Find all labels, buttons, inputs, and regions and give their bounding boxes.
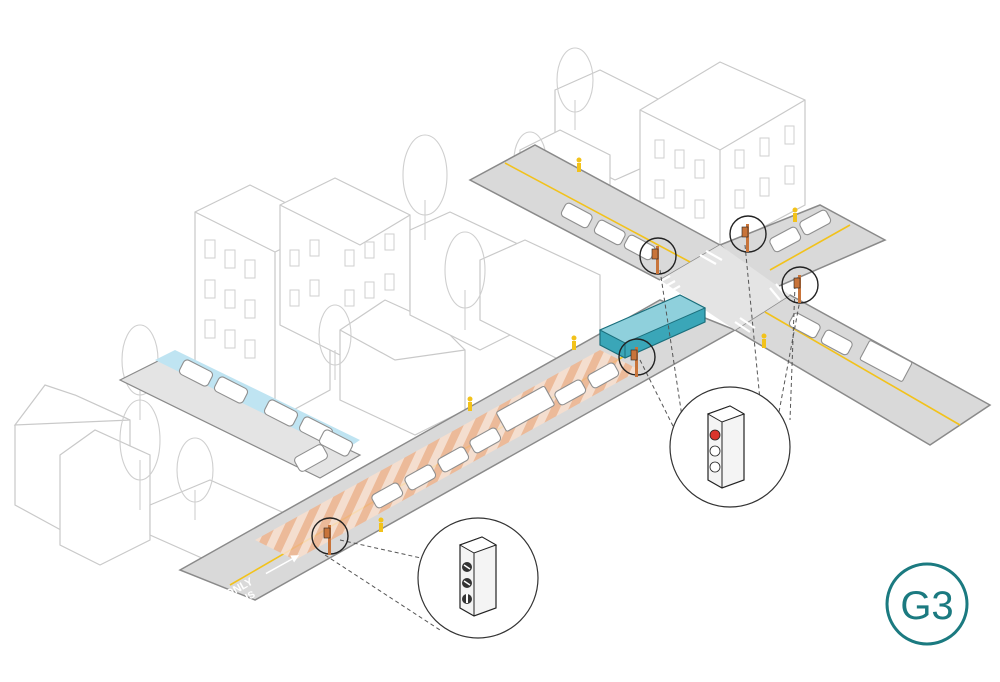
traffic-light-red-icon [708,406,744,488]
standard-signal-callout [670,387,790,507]
diagram-badge: G3 [887,564,967,644]
transit-signal-icon [460,537,496,616]
transit-signal-callout [418,518,538,638]
badge-label: G3 [900,584,953,628]
